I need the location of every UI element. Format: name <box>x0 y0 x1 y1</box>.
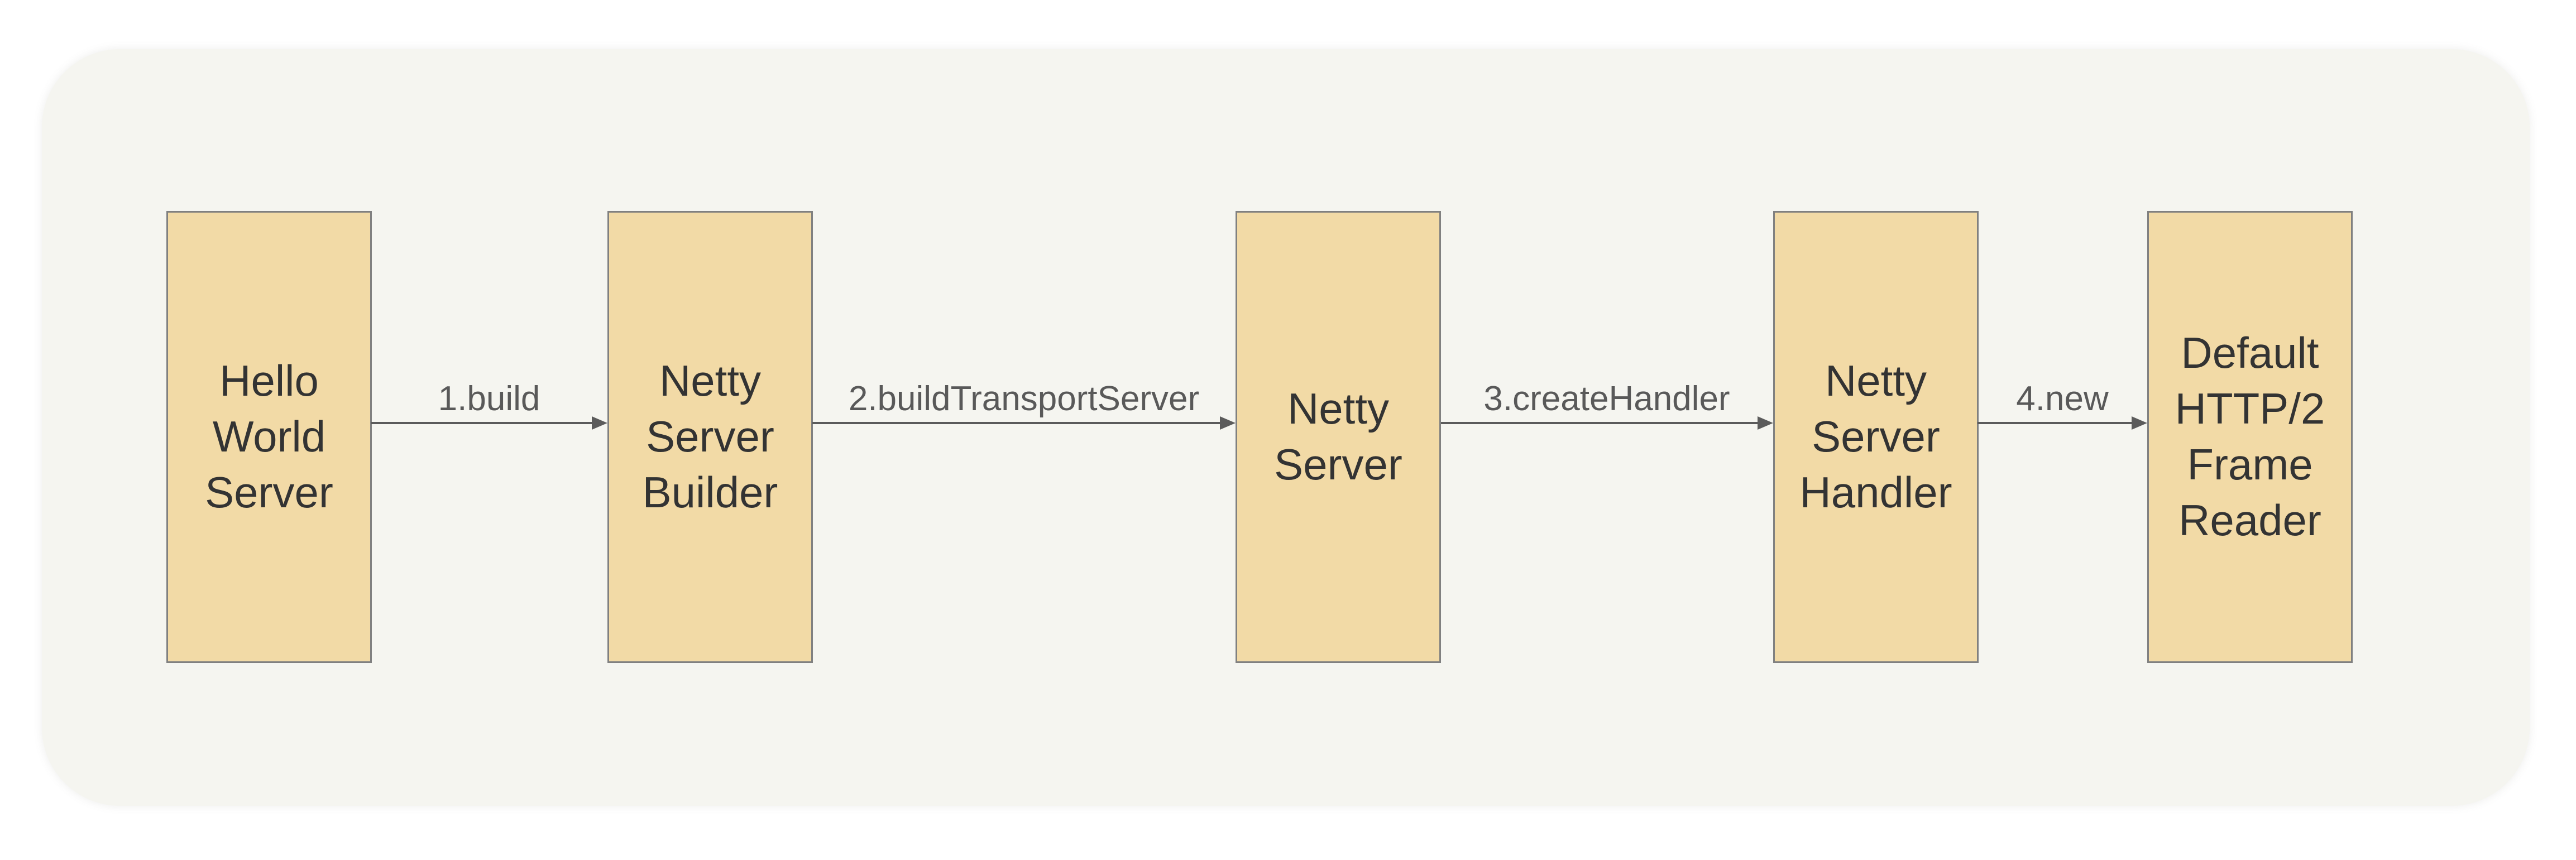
edge-label: 2.buildTransportServer <box>848 379 1200 418</box>
arrowhead-icon <box>2132 416 2147 430</box>
node-netty-server-handler: Netty Server Handler <box>1773 211 1979 663</box>
node-hello-world-server: Hello World Server <box>166 211 372 663</box>
node-netty-server: Netty Server <box>1236 211 1441 663</box>
edge-line <box>371 422 596 424</box>
diagram-panel: Hello World Server Netty Server Builder … <box>42 49 2530 806</box>
edge-line <box>1441 422 1762 424</box>
edge-build-transport-server <box>812 406 1236 440</box>
edge-label: 4.new <box>2016 379 2109 418</box>
edge-line <box>1978 422 2136 424</box>
edge-line <box>812 422 1224 424</box>
arrowhead-icon <box>1758 416 1773 430</box>
edge-new <box>1978 406 2147 440</box>
edge-build <box>371 406 607 440</box>
node-netty-server-builder: Netty Server Builder <box>607 211 813 663</box>
node-default-http2-frame-reader: Default HTTP/2 Frame Reader <box>2147 211 2353 663</box>
edge-create-handler <box>1441 406 1773 440</box>
edge-label: 1.build <box>438 379 540 418</box>
edge-label: 3.createHandler <box>1483 379 1730 418</box>
arrowhead-icon <box>592 416 607 430</box>
arrowhead-icon <box>1220 416 1236 430</box>
